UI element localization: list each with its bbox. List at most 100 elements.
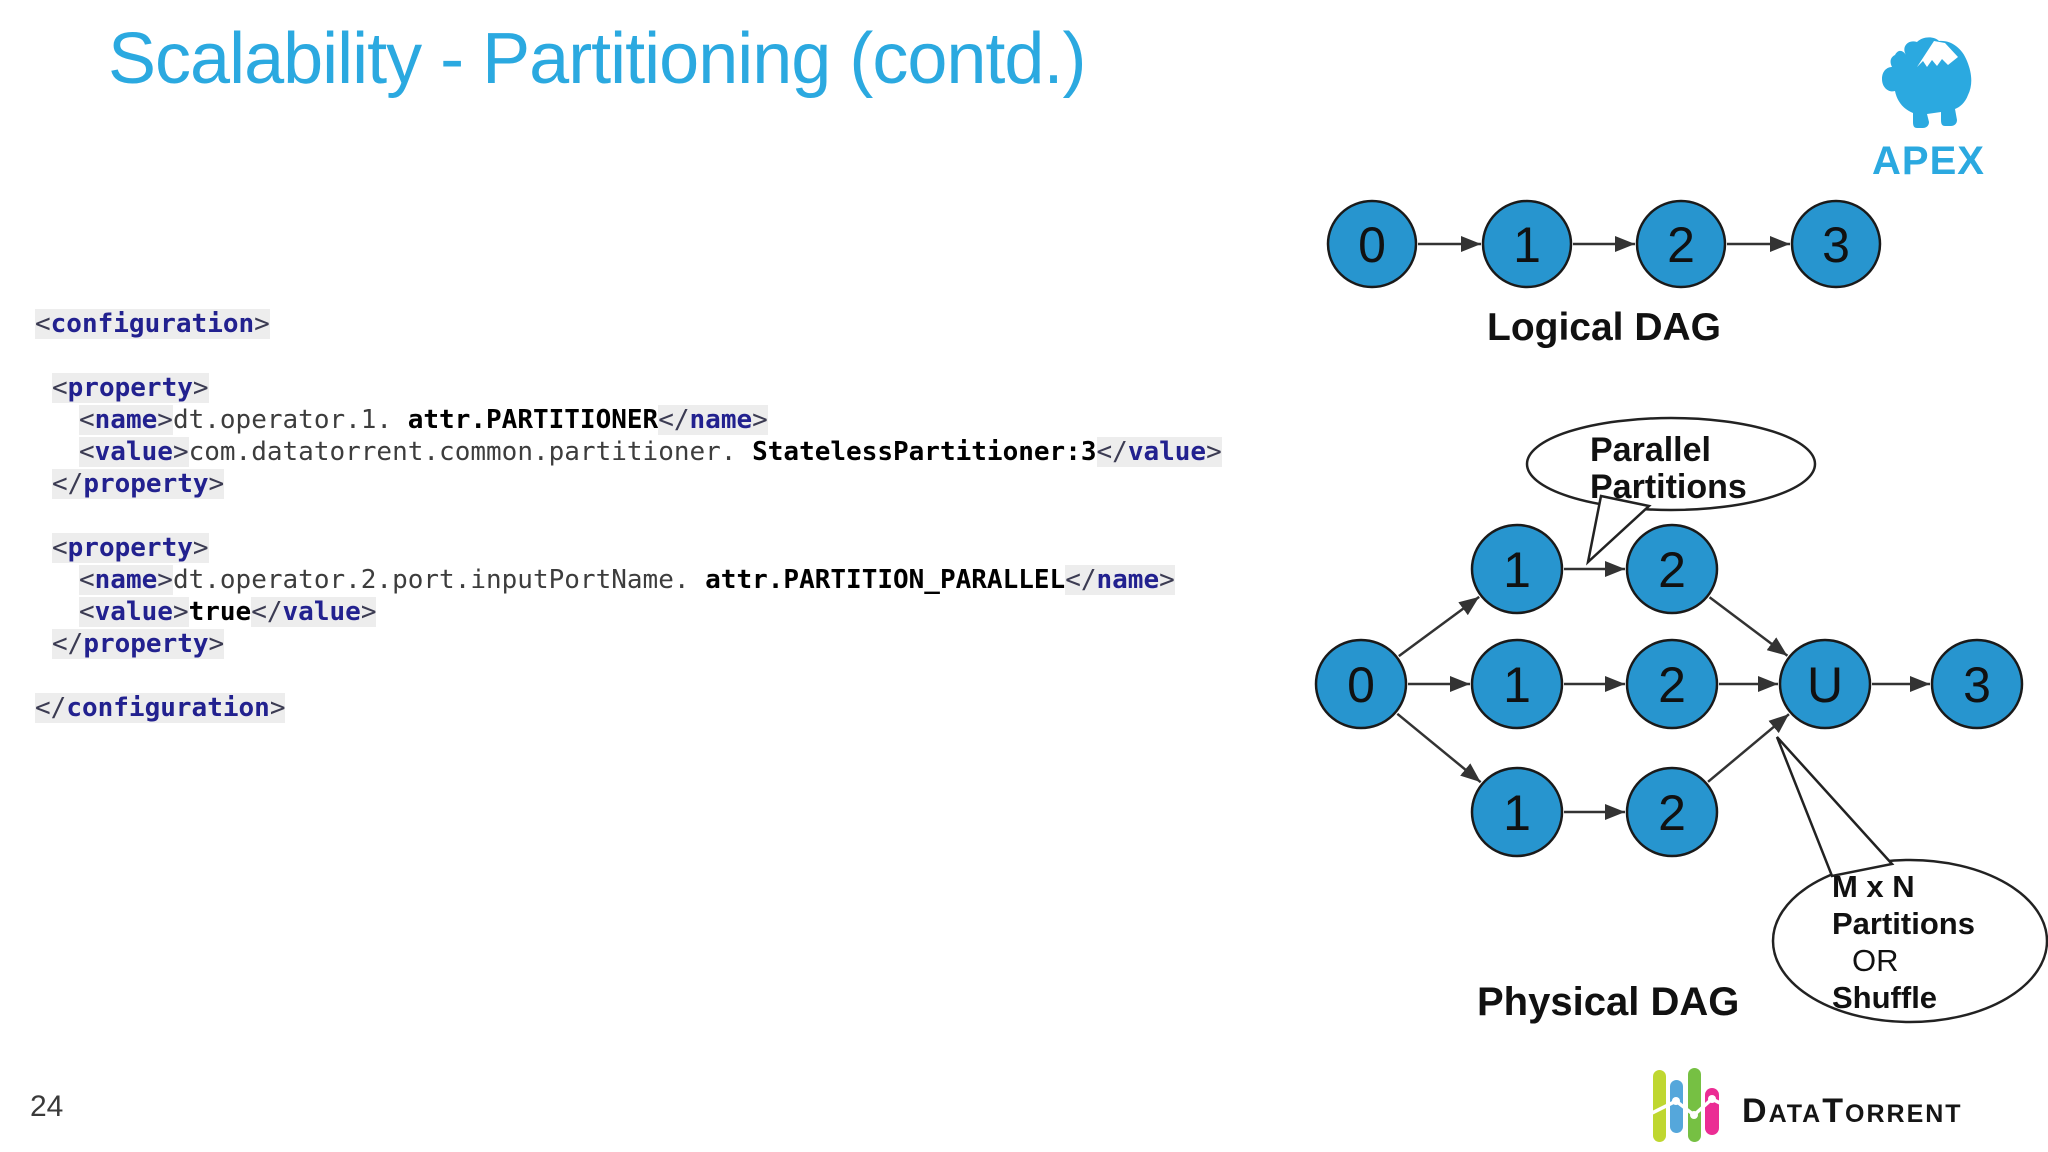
callout-tail: [1586, 494, 1652, 566]
code-token: >: [208, 629, 225, 659]
dag-node-label: 2: [1658, 785, 1686, 841]
callout-text-line: Shuffle: [1832, 980, 1937, 1015]
dag-node-label: U: [1807, 657, 1843, 713]
dag-node-label: 1: [1513, 217, 1541, 273]
code-line: <name>dt.operator.2.port.inputPortName. …: [35, 564, 1222, 596]
code-token: <: [79, 437, 95, 467]
logical-dag-label: Logical DAG: [1487, 306, 1722, 349]
code-token: attr.PARTITION_PARALLEL: [705, 565, 1066, 595]
code-token: name: [94, 405, 158, 435]
dt-text-seg: T: [1822, 1092, 1846, 1130]
code-token: property: [83, 629, 209, 659]
dag-node-label: 2: [1667, 217, 1695, 273]
code-line: <property>: [35, 372, 1222, 404]
dag-node: [1625, 766, 1719, 858]
dag-node-label: 2: [1658, 657, 1686, 713]
dag-node-label: 1: [1503, 785, 1531, 841]
code-line: <property>: [35, 532, 1222, 564]
dag-node: [1625, 523, 1719, 615]
dag-node: [1470, 523, 1564, 615]
code-token: </: [52, 629, 84, 659]
code-token: value: [1127, 437, 1207, 467]
code-token: >: [269, 693, 286, 723]
dag-edge: [1396, 712, 1482, 784]
code-token: dt.operator.2.port.inputPortName.: [172, 565, 706, 595]
dag-node: [1635, 199, 1727, 289]
code-token: name: [689, 405, 753, 435]
dag-node: [1778, 638, 1872, 730]
code-token: <: [52, 373, 68, 403]
page-title: Scalability - Partitioning (contd.): [108, 19, 1086, 99]
code-token: com.datatorrent.common.partitioner.: [188, 437, 753, 467]
callout-text-line: Partitions: [1832, 906, 1975, 941]
dag-node: [1314, 638, 1408, 730]
code-token: >: [254, 309, 270, 339]
callout-text-line: M x N: [1832, 869, 1915, 904]
code-token: >: [1159, 565, 1175, 595]
code-token: <: [52, 533, 68, 563]
dag-node-label: 1: [1503, 542, 1531, 598]
dag-node: [1625, 638, 1719, 730]
code-token: <: [79, 565, 95, 595]
dag-node: [1930, 638, 2024, 730]
code-token: StatelessPartitioner:3: [752, 437, 1097, 467]
code-token: name: [1096, 565, 1160, 595]
code-token: </: [52, 469, 84, 499]
code-line: <name>dt.operator.1. attr.PARTITIONER</n…: [35, 404, 1222, 436]
code-line: </configuration>: [35, 692, 1222, 724]
code-line: </property>: [35, 468, 1222, 500]
dag-node-label: 0: [1358, 217, 1386, 273]
code-token: </: [1096, 437, 1128, 467]
code-token: </: [658, 405, 690, 435]
dag-node: [1481, 199, 1573, 289]
code-line: <configuration>: [35, 308, 1222, 340]
code-token: >: [157, 405, 173, 435]
code-token: value: [94, 437, 173, 467]
code-token: >: [192, 533, 209, 563]
dag-node-label: 3: [1822, 217, 1850, 273]
dag-node: [1470, 638, 1564, 730]
code-token: >: [157, 565, 173, 595]
code-token: true: [188, 597, 252, 627]
dag-edge: [1708, 596, 1789, 657]
code-line: <value>true</value>: [35, 596, 1222, 628]
dag-node-label: 0: [1347, 657, 1375, 713]
physical-dag-label: Physical DAG: [1477, 980, 1740, 1024]
code-token: name: [94, 565, 158, 595]
gorilla-mountain-icon: [1882, 37, 1972, 128]
dag-node: [1470, 766, 1564, 858]
datatorrent-logo-text: DATATORRENT: [1742, 1078, 1963, 1131]
callout-text-line: OR: [1852, 943, 1899, 978]
dag-node: [1326, 199, 1418, 289]
callout-text-line: Partitions: [1590, 468, 1747, 506]
code-token: >: [1206, 437, 1222, 467]
code-token: <: [35, 309, 51, 339]
apex-logo-text: APEX: [1872, 139, 1985, 183]
code-line: <value>com.datatorrent.common.partitione…: [35, 436, 1222, 468]
datatorrent-logo: DATATORRENT: [1646, 1062, 1963, 1147]
code-token: >: [172, 597, 189, 627]
callout-text-line: Parallel: [1590, 431, 1711, 469]
dag-node-label: 3: [1963, 657, 1991, 713]
page-number: 24: [30, 1090, 64, 1123]
code-token: </: [251, 597, 283, 627]
callout-bubble: [1771, 858, 2048, 1024]
code-token: value: [282, 597, 361, 627]
code-token: configuration: [50, 309, 255, 339]
code-token: property: [83, 469, 209, 499]
apex-logo: APEX: [1872, 34, 1984, 184]
code-token: dt.operator.1.: [172, 405, 408, 435]
dt-text-seg: ATA: [1768, 1100, 1823, 1128]
code-token: <: [79, 405, 95, 435]
code-token: property: [67, 533, 193, 563]
dag-edge: [1398, 595, 1480, 658]
dag-edge: [1707, 713, 1790, 783]
xml-config-code: <configuration><property><name>dt.operat…: [35, 308, 1222, 724]
code-token: >: [192, 373, 209, 403]
code-token: >: [172, 437, 189, 467]
dag-node-label: 1: [1503, 657, 1531, 713]
code-token: <: [79, 597, 95, 627]
dt-text-seg: ORRENT: [1845, 1100, 1963, 1128]
code-token: property: [67, 373, 193, 403]
